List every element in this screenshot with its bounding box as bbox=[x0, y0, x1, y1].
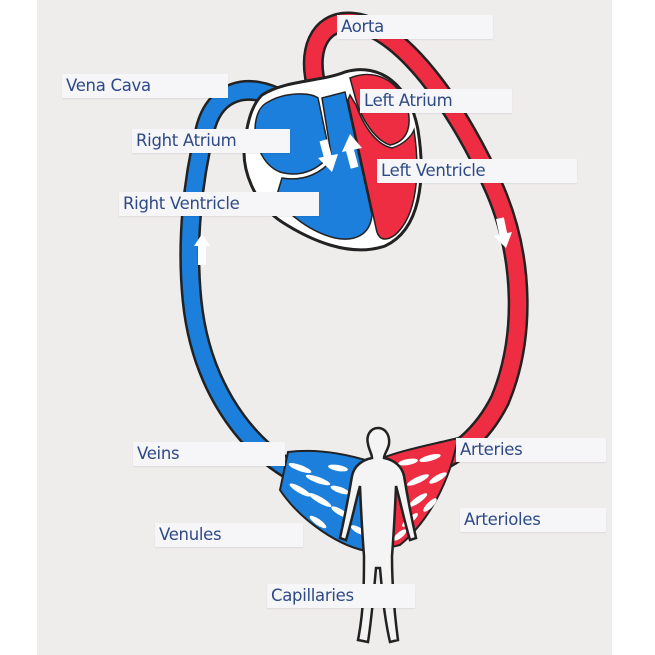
label-right-atrium: Right Atrium bbox=[132, 129, 290, 153]
label-capillaries: Capillaries bbox=[267, 584, 415, 608]
label-veins: Veins bbox=[133, 442, 285, 466]
label-aorta: Aorta bbox=[337, 15, 493, 39]
right-atrium-chamber bbox=[254, 93, 331, 175]
label-venules: Venules bbox=[155, 523, 303, 547]
arrow-up-icon bbox=[342, 134, 362, 169]
arrow-down-icon bbox=[318, 139, 338, 172]
human-silhouette-icon bbox=[338, 426, 418, 644]
label-left-atrium: Left Atrium bbox=[360, 89, 512, 113]
label-vena-cava: Vena Cava bbox=[62, 74, 228, 98]
label-arterioles: Arterioles bbox=[460, 508, 606, 532]
label-arteries: Arteries bbox=[456, 438, 606, 462]
arrow-up-icon bbox=[194, 234, 210, 265]
arrow-down-icon bbox=[494, 217, 512, 248]
label-left-ventricle: Left Ventricle bbox=[377, 159, 577, 183]
label-right-ventricle: Right Ventricle bbox=[119, 192, 319, 216]
aorta-vessel-fill bbox=[305, 13, 527, 478]
